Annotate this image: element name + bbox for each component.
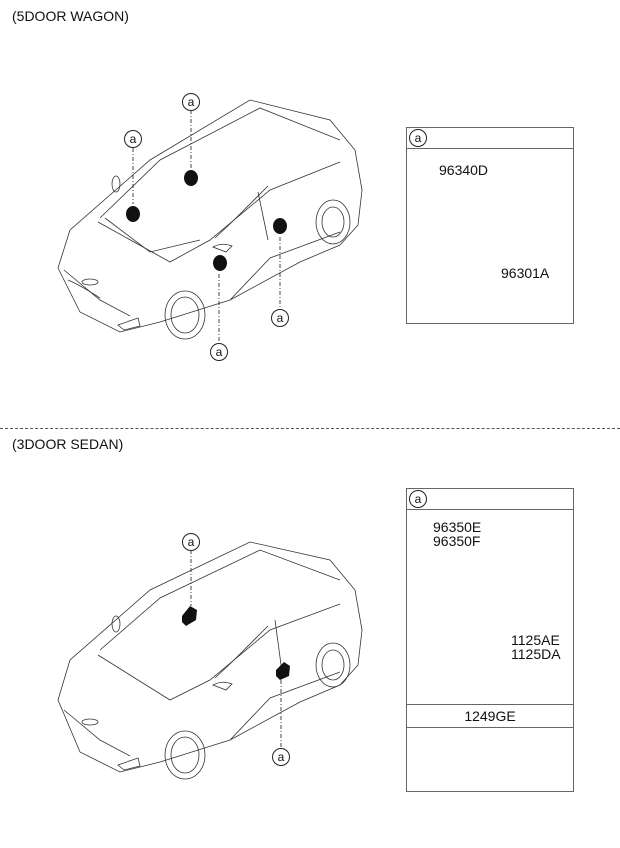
detail-box-bracket-speaker: a 96350E 96350F 1125AE 1125DA 1249GE: [406, 488, 574, 792]
section-title-5door-wagon: (5DOOR WAGON): [12, 8, 129, 24]
car-outline-5door: [57, 99, 363, 340]
detail-box-header: a: [407, 128, 573, 149]
part-number-96301a: 96301A: [501, 265, 550, 281]
box-divider: [407, 727, 573, 728]
part-number-1249ge: 1249GE: [464, 708, 516, 724]
box-divider: [407, 704, 573, 705]
callout-front-dash: a: [124, 130, 142, 148]
detail-box-header: a: [407, 489, 573, 510]
callout-rear-door: a: [271, 309, 289, 327]
speaker-marker-rear-shelf: [184, 170, 198, 186]
section-divider: [0, 428, 620, 429]
speaker-marker-3door-rear: [182, 606, 197, 626]
section-title-3door-sedan: (3DOOR SEDAN): [12, 436, 124, 452]
part-number-1125ae: 1125AE: [511, 632, 560, 648]
speaker-marker-3door-door: [276, 662, 290, 680]
detail-box-speaker: a 96340D 96301A: [406, 127, 574, 324]
callout-detail-marker: a: [409, 490, 427, 508]
callout-3door-rear: a: [182, 533, 200, 551]
part-number-96350e: 96350E: [433, 519, 482, 535]
part-number-1125da: 1125DA: [511, 646, 561, 662]
callout-front-door: a: [210, 343, 228, 361]
car-outline-3door: [57, 541, 363, 780]
speaker-marker-front-dash: [126, 206, 140, 222]
callout-detail-marker: a: [409, 129, 427, 147]
part-number-96340d: 96340D: [439, 162, 489, 178]
speaker-marker-front-door: [213, 255, 227, 271]
part-number-96350f: 96350F: [433, 533, 481, 549]
callout-rear-shelf: a: [182, 93, 200, 111]
speaker-marker-rear-door: [273, 218, 287, 234]
callout-3door-door: a: [272, 748, 290, 766]
